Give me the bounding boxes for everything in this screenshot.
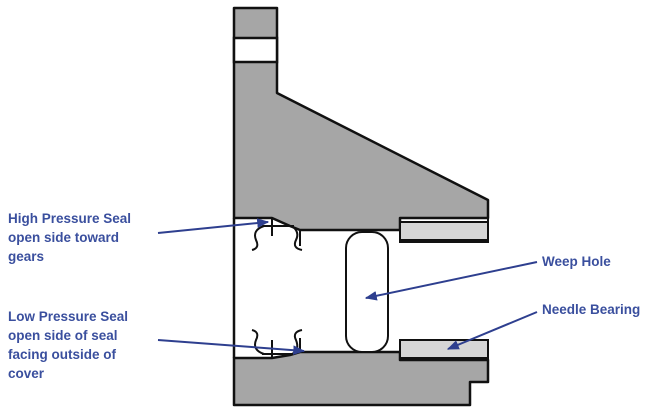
label-weep-hole: Weep Hole [542,254,611,269]
leader-low-pressure-seal [157,339,306,355]
label-low-pressure-seal-line-1: Low Pressure Seal [8,309,129,324]
label-high-pressure-seal: High Pressure Seal open side toward gear… [8,209,131,266]
label-high-pressure-seal-line-1: High Pressure Seal [8,211,132,226]
label-needle-bearing: Needle Bearing [542,302,641,317]
label-low-pressure-seal-line-4: cover [8,366,45,381]
housing-lower [232,350,490,407]
bolt-hole-slot [232,36,279,64]
label-low-pressure-seal-line-3: facing outside of [8,347,116,362]
leader-high-pressure-seal [157,218,270,234]
leader-needle-bearing [446,311,538,350]
label-high-pressure-seal-line-3: gears [8,249,45,264]
weep-hole [345,231,389,353]
needle-bearing-top [399,221,489,241]
label-low-pressure-seal: Low Pressure Seal open side of seal faci… [8,307,128,383]
label-high-pressure-seal-line-2: open side toward [8,230,120,245]
leader-weep-hole [364,261,538,301]
needle-bearing-bottom [399,339,489,359]
high-pressure-seal [251,225,303,251]
label-low-pressure-seal-line-2: open side of seal [8,328,118,343]
